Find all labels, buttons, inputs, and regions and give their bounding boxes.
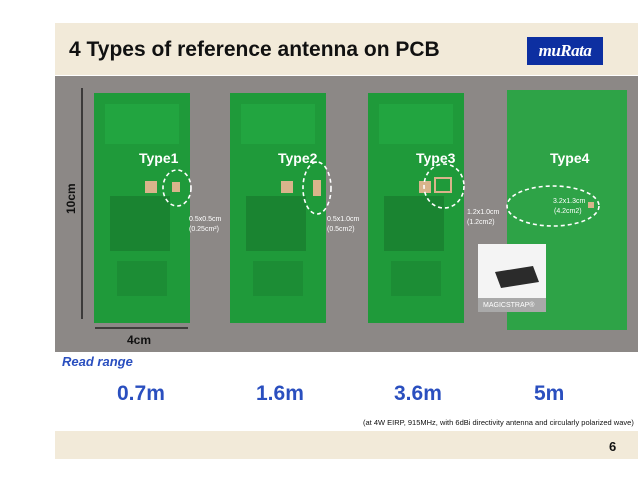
type-label-3: Type3 <box>416 150 456 166</box>
pcb-board-1 <box>94 93 192 323</box>
read-range-type1: 0.7m <box>117 382 165 405</box>
height-dimension-label: 10cm <box>64 183 78 214</box>
logo-text: muRata <box>538 41 592 60</box>
read-range-type2: 1.6m <box>256 382 304 405</box>
area-label-4: (4.2cm2) <box>554 208 582 215</box>
pcb-photo: Type1 Type2 Type3 Type4 0.5x0.5cm (0.25c… <box>55 76 638 352</box>
pcb-board-2 <box>230 93 332 323</box>
size-label-1: 0.5x0.5cm <box>189 216 221 223</box>
size-label-4: 3.2x1.3cm <box>553 198 585 205</box>
read-range-type4: 5m <box>534 382 565 405</box>
size-label-3: 1.2x1.0cm <box>467 209 499 216</box>
antenna-circle-1 <box>162 169 192 207</box>
type-label-4: Type4 <box>550 150 590 166</box>
type-label-2: Type2 <box>278 150 318 166</box>
page-number: 6 <box>609 439 617 454</box>
antenna-circle-4 <box>506 185 600 227</box>
slide-title: 4 Types of reference antenna on PCB <box>69 38 440 61</box>
magicstrap-label: MAGICSTRAP® <box>483 301 535 309</box>
magicstrap-inset <box>478 244 546 312</box>
area-label-2: (0.5cm2) <box>327 226 355 233</box>
width-dimension-label: 4cm <box>127 333 151 347</box>
antenna-circle-2 <box>302 161 332 215</box>
pcb-board-3 <box>368 93 465 323</box>
footnote: (at 4W EIRP, 915MHz, with 6dBi directivi… <box>363 418 634 427</box>
area-label-1: (0.25cm²) <box>189 226 219 233</box>
bottom-bar <box>55 431 638 459</box>
murata-logo: muRata <box>527 37 603 65</box>
area-label-3: (1.2cm2) <box>467 219 495 226</box>
antenna-circle-3 <box>423 163 465 209</box>
size-label-2: 0.5x1.0cm <box>327 216 359 223</box>
read-range-type3: 3.6m <box>394 382 442 405</box>
type-label-1: Type1 <box>139 150 179 166</box>
read-range-label: Read range <box>62 354 133 369</box>
